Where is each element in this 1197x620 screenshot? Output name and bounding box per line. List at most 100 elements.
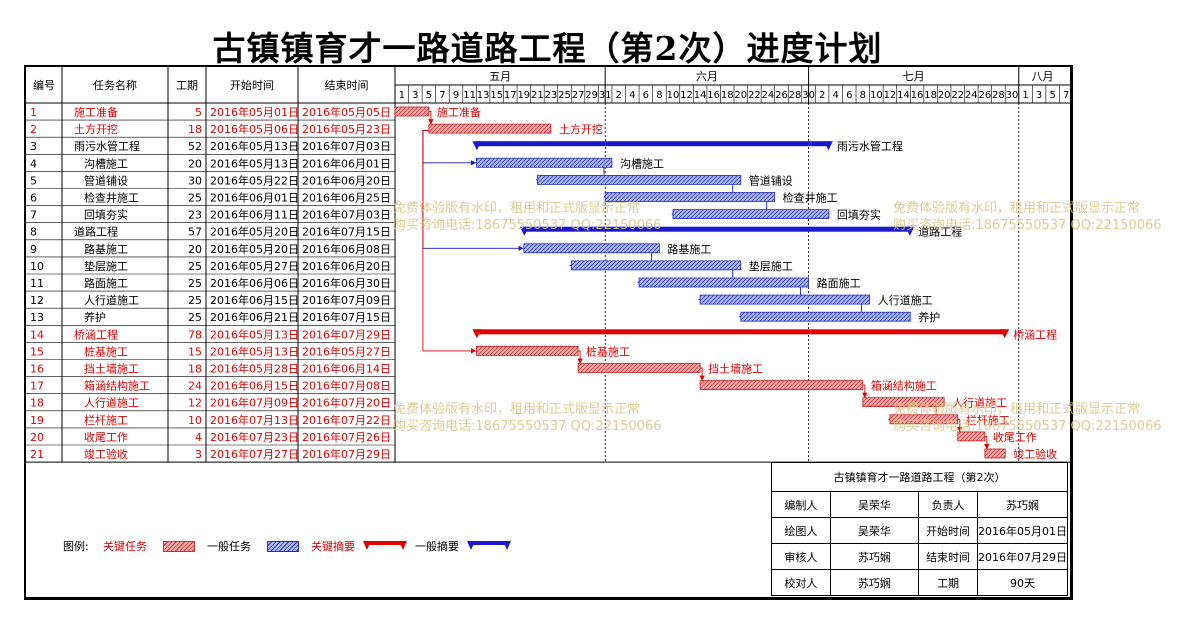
task-end: 2016年05月23日: [302, 122, 391, 136]
task-name: 路面施工: [84, 277, 128, 290]
info-cell: 吴荣华: [829, 517, 920, 544]
info-cell: 校对人: [771, 569, 831, 596]
task-duration: 3: [195, 448, 202, 461]
task-duration: 57: [188, 226, 202, 239]
bar-label: 路面施工: [817, 277, 861, 290]
info-cell: 开始时间: [918, 517, 978, 544]
task-end: 2016年07月26日: [302, 430, 391, 444]
day-label: 18: [924, 90, 937, 101]
task-bar: [862, 397, 945, 408]
day-label: 16: [707, 90, 720, 101]
day-label: 31: [599, 90, 612, 101]
legend-normal-task-label: 一般任务: [207, 540, 251, 553]
task-name: 垫层施工: [84, 259, 128, 273]
task-end: 2016年07月15日: [302, 225, 391, 239]
info-cell: 2016年07月29日: [977, 543, 1068, 570]
task-id: 11: [30, 277, 44, 290]
legend-critical-summary-swatch: [363, 541, 407, 550]
day-label: 21: [531, 90, 544, 101]
day-label: 1: [1022, 90, 1028, 101]
day-label: 16: [911, 90, 924, 101]
task-duration: 23: [188, 209, 202, 222]
summary-start-marker: [472, 329, 482, 339]
task-duration: 25: [188, 311, 202, 324]
task-start: 2016年05月27日: [210, 259, 299, 273]
legend-critical-task-label: 关键任务: [103, 540, 147, 553]
day-label: 1: [399, 90, 405, 101]
day-label: 11: [463, 90, 476, 101]
day-label: 20: [938, 90, 951, 101]
task-end: 2016年07月22日: [302, 413, 391, 427]
column-header: 结束时间: [325, 79, 369, 92]
day-label: 30: [1006, 90, 1019, 101]
column-header: 任务名称: [93, 78, 137, 92]
column-header: 工期: [176, 79, 198, 92]
task-bar: [570, 260, 742, 271]
task-name: 人行道施工: [84, 293, 139, 307]
task-duration: 78: [188, 328, 202, 341]
summary-end-marker: [905, 226, 915, 236]
day-label: 7: [439, 90, 445, 101]
task-end: 2016年05月27日: [302, 344, 391, 358]
bar-label: 施工准备: [437, 105, 481, 119]
task-start: 2016年05月01日: [210, 105, 299, 119]
day-label: 12: [884, 90, 897, 101]
day-label: 6: [643, 90, 649, 101]
day-label: 17: [504, 90, 517, 101]
task-name: 道路工程: [74, 225, 118, 239]
month-label: 五月: [489, 70, 511, 83]
task-duration: 18: [188, 363, 202, 376]
dependency-link: [699, 367, 705, 381]
info-cell: 编制人: [771, 491, 831, 518]
info-cell: 工期: [918, 569, 978, 596]
task-duration: 30: [188, 174, 202, 187]
task-end: 2016年06月14日: [302, 362, 391, 376]
legend-critical-summary-label: 关键摘要: [311, 540, 355, 553]
day-label: 8: [656, 90, 662, 101]
bar-label: 雨污水管工程: [837, 139, 903, 153]
day-label: 12: [680, 90, 693, 101]
task-duration: 20: [188, 157, 202, 170]
task-duration: 12: [188, 397, 202, 410]
task-duration: 5: [195, 106, 202, 119]
task-id: 16: [30, 363, 44, 376]
task-id: 4: [30, 157, 37, 170]
day-label: 15: [490, 90, 503, 101]
task-duration: 10: [188, 414, 202, 427]
day-label: 22: [748, 90, 761, 101]
task-bar: [394, 106, 430, 117]
task-bar: [984, 448, 1006, 459]
task-end: 2016年07月08日: [302, 379, 391, 393]
info-cell: 90天: [977, 569, 1068, 596]
task-start: 2016年07月09日: [210, 396, 299, 410]
dependency-link: [957, 418, 963, 433]
info-cell: 吴荣华: [829, 491, 920, 518]
task-name: 养护: [84, 310, 106, 324]
dependency-link: [428, 111, 434, 125]
dependency-link: [862, 384, 868, 399]
task-end: 2016年07月29日: [302, 327, 391, 341]
task-duration: 25: [188, 294, 202, 307]
task-start: 2016年06月06日: [210, 276, 299, 290]
task-name: 管道铺设: [84, 173, 128, 187]
bar-label: 土方开挖: [559, 122, 603, 136]
task-start: 2016年05月20日: [210, 242, 299, 256]
day-label: 26: [775, 90, 788, 101]
task-duration: 18: [188, 123, 202, 136]
legend-normal-task-swatch: [267, 541, 299, 552]
summary-start-marker: [519, 226, 529, 236]
task-end: 2016年06月30日: [302, 276, 391, 290]
task-start: 2016年07月13日: [210, 413, 299, 427]
bar-label: 桥涵工程: [1013, 327, 1057, 341]
task-start: 2016年06月15日: [210, 293, 299, 307]
task-end: 2016年05月05日: [302, 105, 391, 119]
task-start: 2016年06月15日: [210, 379, 299, 393]
bar-label: 桩基施工: [586, 344, 630, 358]
page-title: 古镇镇育才一路道路工程（第2次）进度计划: [212, 29, 883, 68]
task-end: 2016年07月15日: [302, 310, 391, 324]
task-bar: [475, 345, 579, 356]
task-start: 2016年06月11日: [210, 208, 299, 222]
task-end: 2016年06月20日: [302, 173, 391, 187]
bar-label: 管道铺设: [749, 173, 793, 187]
